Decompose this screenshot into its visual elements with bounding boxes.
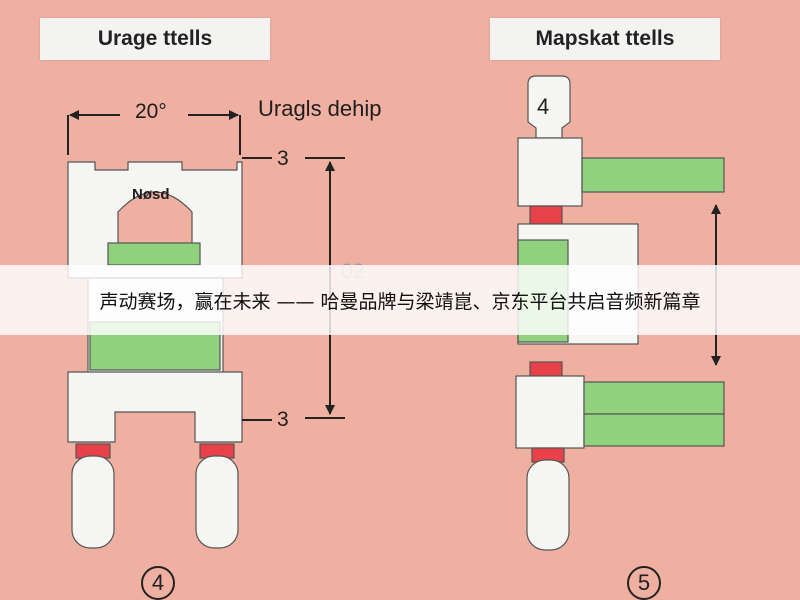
left-green-block-upper (107, 242, 201, 266)
right-lower-block (515, 375, 585, 449)
banner-text: 声动赛场，赢在未来 —— 哈曼品牌与梁靖崑、京东平台共启音频新篇章 (99, 290, 701, 313)
right-panel-title: Mapskat ttells (490, 18, 720, 60)
bottom-number-label: 3 (277, 408, 289, 431)
headline-banner: 声动赛场，赢在未来 —— 哈曼品牌与梁靖崑、京东平台共启音频新篇章 (0, 265, 800, 335)
figure-number-right: 5 (627, 566, 661, 600)
left-panel-title: Urage ttells (40, 18, 270, 60)
right-green-arm-lower-1 (583, 381, 725, 415)
right-red-collar-2 (529, 361, 563, 377)
right-green-arm-lower-2 (583, 413, 725, 447)
left-leg-1 (71, 455, 115, 549)
right-green-arm-upper (581, 157, 725, 193)
angle-label: 20° (135, 100, 167, 123)
right-upper-block (517, 137, 583, 207)
right-top-tab (527, 75, 571, 139)
left-part (67, 161, 243, 549)
dimension-label: Uragls dehip (258, 96, 382, 121)
inner-part-label: Nøsd (132, 186, 170, 203)
top-number-label: 3 (277, 147, 289, 170)
left-lower-yoke (67, 371, 243, 443)
tab-number-label: 4 (537, 94, 550, 119)
right-leg (526, 459, 570, 551)
right-red-collar-1 (529, 205, 563, 225)
figure-number-left: 4 (141, 566, 175, 600)
left-leg-2 (195, 455, 239, 549)
